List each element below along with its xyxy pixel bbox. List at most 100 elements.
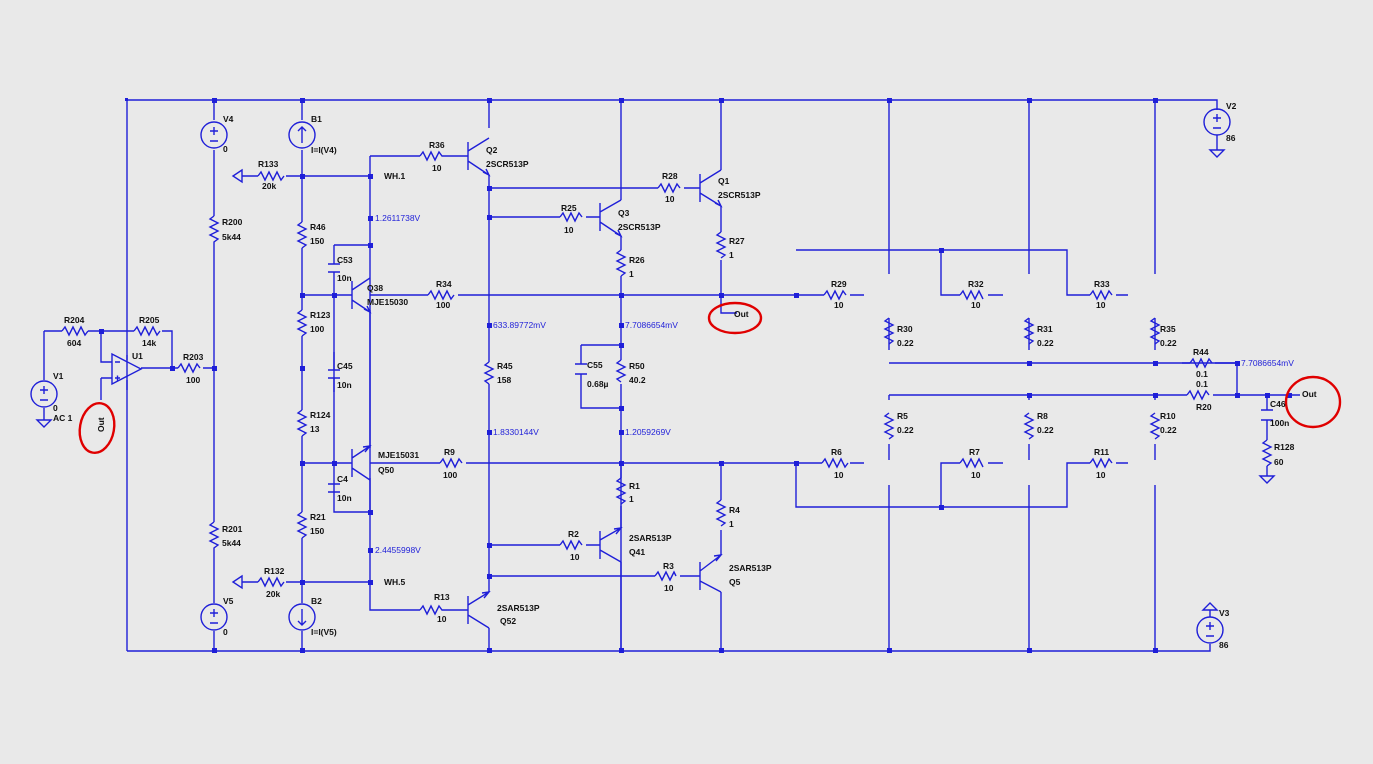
label-r205: R205 — [139, 315, 160, 325]
value-r10: 0.22 — [1160, 425, 1177, 435]
label-b2: B2 — [311, 596, 322, 606]
value-r6: 10 — [834, 470, 844, 480]
label-r3: R3 — [663, 561, 674, 571]
value-r132: 20k — [266, 589, 280, 599]
value-b1: I=I(V4) — [311, 145, 337, 155]
label-v1: V1 — [53, 371, 64, 381]
label-r203: R203 — [183, 352, 204, 362]
label-c46: C46 — [1270, 399, 1286, 409]
label-r34: R34 — [436, 279, 452, 289]
value-r1: 1 — [629, 494, 634, 504]
value-b2: I=I(V5) — [311, 627, 337, 637]
voltage-bottom: 2.4455998V — [375, 545, 421, 555]
voltage-r50b: 1.2059269V — [625, 427, 671, 437]
net-wh1: WH.1 — [384, 171, 406, 181]
value-r50: 40.2 — [629, 375, 646, 385]
value-r32: 10 — [971, 300, 981, 310]
voltage-r26: 7.7086654mV — [625, 320, 678, 330]
label-r200: R200 — [222, 217, 243, 227]
label-r46: R46 — [310, 222, 326, 232]
value-v5: 0 — [223, 627, 228, 637]
label-r44: R44 — [1193, 347, 1209, 357]
label-q50: Q50 — [378, 465, 394, 475]
voltage-q38: 1.2611738V — [375, 213, 421, 223]
value-r2: 10 — [570, 552, 580, 562]
value-c53: 10n — [337, 273, 352, 283]
annotation-out-mid — [707, 301, 763, 335]
value-r201: 5k44 — [222, 538, 241, 548]
value-r33: 10 — [1096, 300, 1106, 310]
label-r132: R132 — [264, 566, 285, 576]
label-r1: R1 — [629, 481, 640, 491]
value-r8: 0.22 — [1037, 425, 1054, 435]
value-r205: 14k — [142, 338, 156, 348]
value-c55: 0.68µ — [587, 379, 609, 389]
label-c4: C4 — [337, 474, 348, 484]
labels: R204 604 R205 14k U1 R203 100 V1 0 AC 1 … — [53, 101, 1317, 650]
model-q1: 2SCR513P — [718, 190, 761, 200]
label-u1: U1 — [132, 351, 143, 361]
value-r28: 10 — [665, 194, 675, 204]
value-r200: 5k44 — [222, 232, 241, 242]
label-r32: R32 — [968, 279, 984, 289]
value-c45: 10n — [337, 380, 352, 390]
value-r133: 20k — [262, 181, 276, 191]
net-out-left: Out — [96, 417, 106, 432]
value-r45: 158 — [497, 375, 511, 385]
label-r33: R33 — [1094, 279, 1110, 289]
value-r27: 1 — [729, 250, 734, 260]
label-r26: R26 — [629, 255, 645, 265]
value-r29: 10 — [834, 300, 844, 310]
label-r5: R5 — [897, 411, 908, 421]
label-v5: V5 — [223, 596, 234, 606]
label-q52: Q52 — [500, 616, 516, 626]
label-r204: R204 — [64, 315, 85, 325]
value-r30: 0.22 — [897, 338, 914, 348]
label-r123: R123 — [310, 310, 331, 320]
label-r50: R50 — [629, 361, 645, 371]
net-out-right: Out — [1302, 389, 1317, 399]
value-r3: 10 — [664, 583, 674, 593]
value-r124: 13 — [310, 424, 320, 434]
label-r2: R2 — [568, 529, 579, 539]
label-b1: B1 — [311, 114, 322, 124]
value-r44: 0.1 — [1196, 369, 1208, 379]
label-r20: R20 — [1196, 402, 1212, 412]
label-c53: C53 — [337, 255, 353, 265]
annotation-out-right — [1284, 375, 1342, 429]
voltage-q50: 1.8330144V — [493, 427, 539, 437]
value-r7: 10 — [971, 470, 981, 480]
label-q2: Q2 — [486, 145, 498, 155]
value-v1-ac: AC 1 — [53, 413, 73, 423]
value-v1: 0 — [53, 403, 58, 413]
label-r133: R133 — [258, 159, 279, 169]
value-r20: 0.1 — [1196, 379, 1208, 389]
net-out-mid: Out — [734, 309, 749, 319]
voltage-out: 7.7086654mV — [1241, 358, 1294, 368]
value-r26: 1 — [629, 269, 634, 279]
label-r30: R30 — [897, 324, 913, 334]
label-r36: R36 — [429, 140, 445, 150]
value-v2: 86 — [1226, 133, 1236, 143]
model-q2: 2SCR513P — [486, 159, 529, 169]
value-v4: 0 — [223, 144, 228, 154]
value-r46: 150 — [310, 236, 324, 246]
value-r25: 10 — [564, 225, 574, 235]
label-r25: R25 — [561, 203, 577, 213]
value-r203: 100 — [186, 375, 200, 385]
value-r123: 100 — [310, 324, 324, 334]
label-q38: Q38 — [367, 283, 383, 293]
label-r29: R29 — [831, 279, 847, 289]
value-r11: 10 — [1096, 470, 1106, 480]
net-wh5: WH.5 — [384, 577, 406, 587]
value-c4: 10n — [337, 493, 352, 503]
label-v3: V3 — [1219, 608, 1230, 618]
value-r34: 100 — [436, 300, 450, 310]
label-r10: R10 — [1160, 411, 1176, 421]
label-r13: R13 — [434, 592, 450, 602]
value-c46: 100n — [1270, 418, 1289, 428]
value-r128: 60 — [1274, 457, 1284, 467]
junctions — [99, 98, 1292, 653]
annotations — [78, 301, 1342, 454]
